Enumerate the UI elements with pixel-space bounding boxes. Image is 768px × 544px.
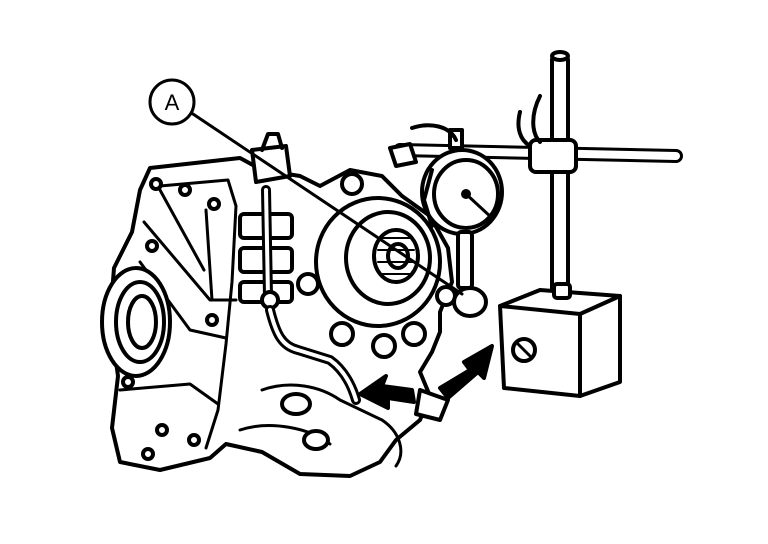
rotation-arrows (358, 344, 494, 410)
magnetic-base (498, 282, 622, 398)
callout-label-a: A (165, 90, 180, 115)
callout-a (148, 78, 464, 296)
lower-case (238, 383, 450, 468)
side-seal (100, 266, 172, 378)
arrow-rotate-back (358, 374, 416, 410)
arrow-rotate-forward (438, 344, 494, 400)
vent-tube (260, 185, 361, 405)
